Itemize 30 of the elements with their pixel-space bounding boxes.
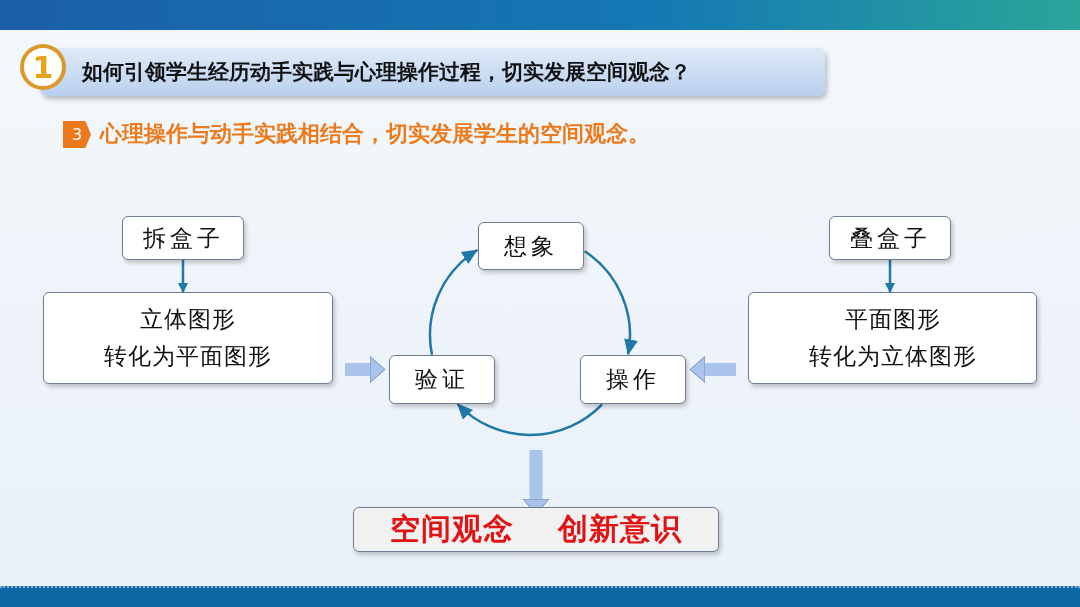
process-box bbox=[389, 355, 495, 404]
node-text: 平面图形 bbox=[844, 305, 941, 334]
title: 如何引领学生经历动手实践与心理操作过程，切实发展空间观念？ bbox=[82, 59, 691, 86]
arrow bbox=[583, 250, 638, 356]
process-box bbox=[748, 292, 1037, 384]
node-text: 创新意识 bbox=[558, 510, 682, 548]
block-arrow bbox=[345, 356, 386, 383]
process-box bbox=[122, 216, 244, 260]
subtitle: 心理操作与动手实践相结合，切实发展学生的空间观念。 bbox=[100, 120, 650, 148]
process-box bbox=[478, 222, 584, 270]
arrow bbox=[178, 260, 188, 293]
node-text: 转化为平面图形 bbox=[104, 342, 272, 371]
node-text: 验证 bbox=[415, 365, 469, 394]
process-box bbox=[829, 216, 951, 260]
node-text: 空间观念 bbox=[390, 510, 514, 548]
result-box bbox=[353, 507, 719, 552]
node-text: 立体图形 bbox=[140, 305, 236, 334]
arrow bbox=[885, 260, 895, 293]
block-arrow bbox=[689, 356, 736, 383]
node-text: 转化为立体图形 bbox=[808, 342, 977, 371]
node-text: 拆盒子 bbox=[142, 223, 224, 253]
number-badge: 3 bbox=[63, 121, 91, 148]
node-text: 操作 bbox=[606, 365, 660, 394]
node-text: 叠盒子 bbox=[849, 223, 931, 253]
process-box bbox=[43, 292, 333, 384]
process-box bbox=[580, 355, 686, 404]
number-circle: 1 bbox=[20, 44, 66, 90]
arrow bbox=[456, 403, 603, 437]
arrow bbox=[428, 249, 479, 355]
node-text: 想象 bbox=[504, 231, 558, 261]
